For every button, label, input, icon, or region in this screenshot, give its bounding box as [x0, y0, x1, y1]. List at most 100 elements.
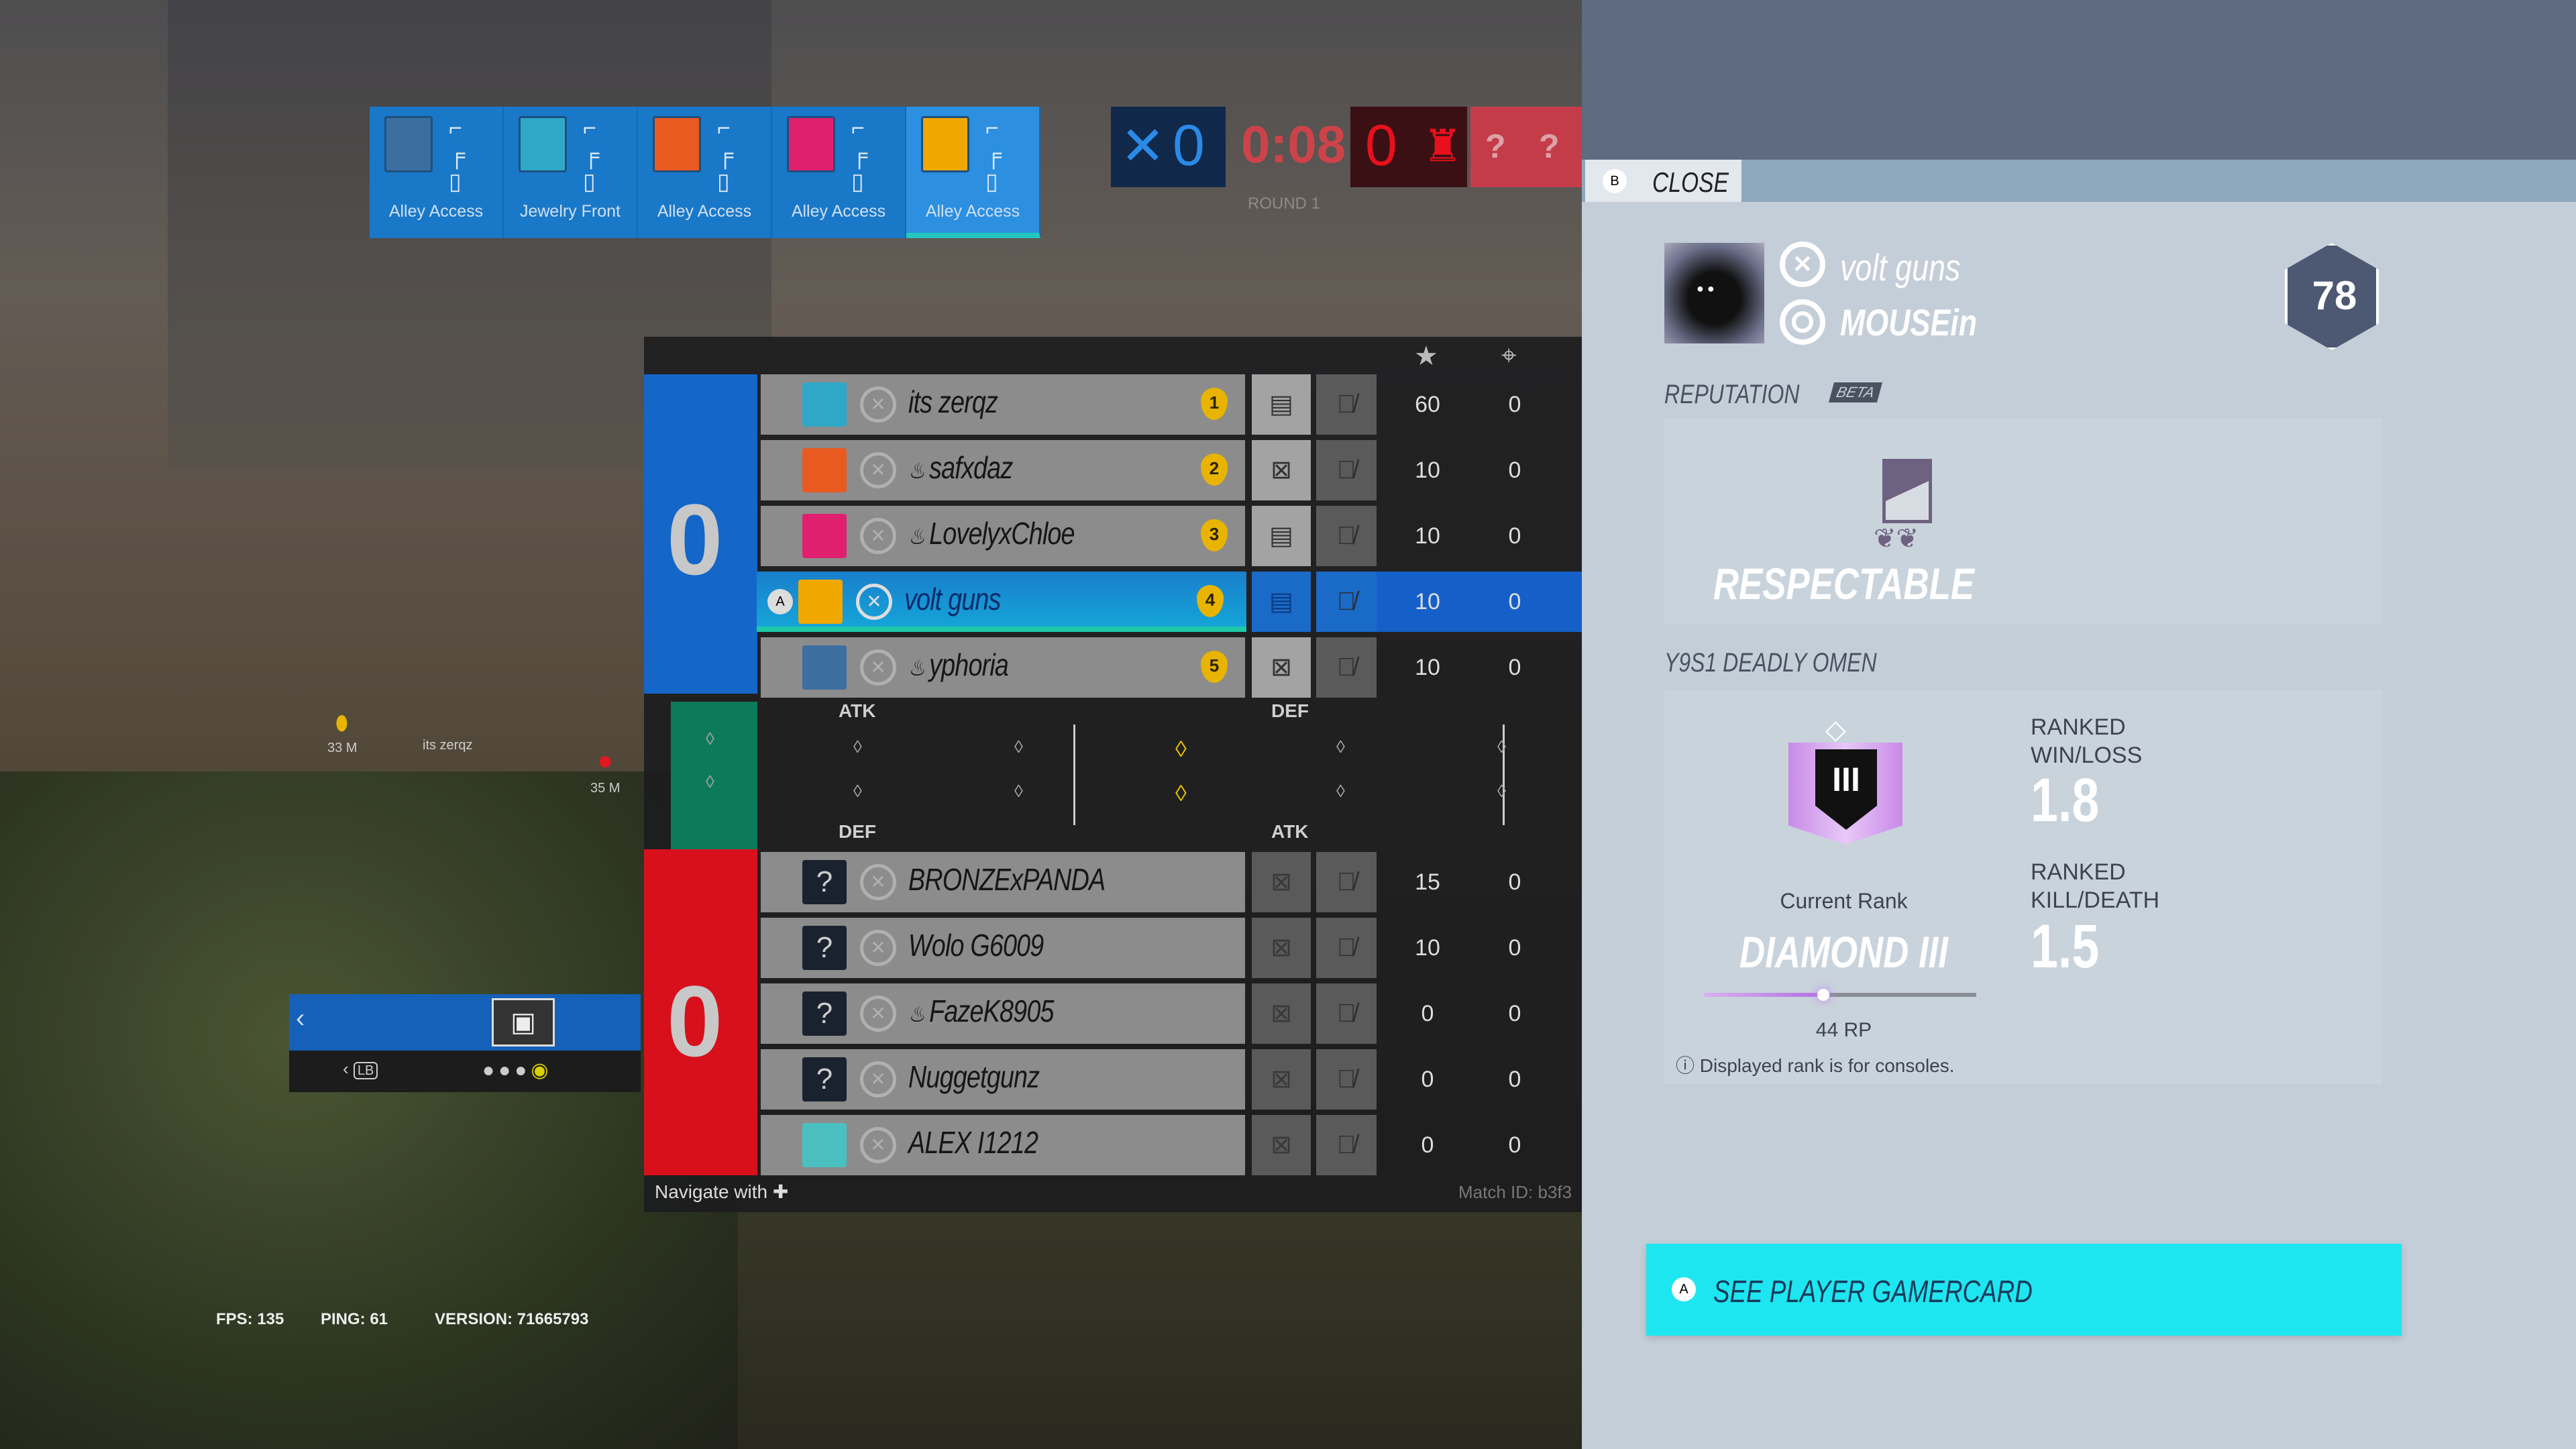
operator-icon	[519, 116, 567, 172]
xbox-icon: ✕	[860, 452, 896, 488]
xbox-icon: ✕	[860, 1127, 896, 1163]
reputation-label: REPUTATION	[1664, 380, 1800, 409]
operator-icon	[802, 382, 847, 427]
xbox-icon: ✕	[860, 386, 896, 423]
rp-value: 44 RP	[1815, 1019, 1872, 1041]
player-kills: 0	[1508, 655, 1521, 680]
squad-rank-pin: 2	[1201, 453, 1228, 486]
player-row[interactable]: ? ✕ BRONZExPANDA	[761, 852, 1245, 912]
player-score: 0	[1421, 1067, 1434, 1092]
chat-icon[interactable]: ▤	[1252, 572, 1311, 632]
player-kills: 0	[1508, 589, 1521, 614]
player-score: 10	[1415, 523, 1440, 549]
weapon-icon: ⌐╒▯	[985, 115, 1002, 195]
rp-progress-fill	[1704, 989, 1829, 1001]
round-marker-icon: ◊	[1336, 781, 1345, 801]
xbox-icon: ✕	[860, 518, 896, 554]
ubisoft-plus-icon: ♨	[908, 458, 930, 484]
gamercard-label: SEE PLAYER GAMERCARD	[1713, 1274, 2033, 1309]
chat-icon[interactable]: ▤	[1252, 506, 1311, 566]
enemy-unknown-ops: ? ?	[1470, 107, 1582, 187]
gadget-selector: ‹ ▣ ‹ LB ●●●◉	[289, 994, 641, 1092]
chat-icon[interactable]: ▤	[1252, 374, 1311, 435]
season-label: Y9S1 DEADLY OMEN	[1664, 648, 1877, 678]
red-team-score-box: 0 ♜	[1350, 107, 1467, 187]
player-score: 10	[1415, 935, 1440, 961]
mute-voice-icon[interactable]: 🎙̸	[1316, 983, 1377, 1044]
operator-card: ⌐╒▯ Alley Access	[638, 107, 772, 238]
mute-voice-icon[interactable]: 🎙̸	[1316, 852, 1377, 912]
def-label: DEF	[839, 821, 876, 842]
chat-muted-icon[interactable]: ⊠	[1252, 1115, 1311, 1175]
mute-voice-icon[interactable]: 🎙̸	[1316, 918, 1377, 978]
player-score: 10	[1415, 655, 1440, 680]
selected-row-bg	[1377, 572, 1582, 632]
mute-voice-icon[interactable]: 🎙̸	[1316, 506, 1377, 566]
panel-header	[1582, 160, 2576, 202]
lb-button[interactable]: ‹ LB	[343, 1059, 378, 1079]
operator-icon	[802, 645, 847, 690]
operator-card: ⌐╒▯ Jewelry Front	[504, 107, 638, 238]
mute-voice-icon[interactable]: 🎙̸	[1316, 374, 1377, 435]
squad-rank-pin: 5	[1201, 651, 1228, 683]
weapon-icon: ⌐╒▯	[583, 115, 600, 195]
round-marker-icon: ◊	[1014, 737, 1023, 757]
chat-muted-icon[interactable]: ⊠	[1252, 983, 1311, 1044]
player-name: Nuggetgunz	[908, 1059, 1040, 1094]
page-dots: ●●●◉	[482, 1059, 553, 1081]
marker-name: its zerqz	[423, 738, 473, 753]
mute-voice-icon[interactable]: 🎙̸	[1316, 637, 1377, 698]
player-kills: 0	[1508, 1001, 1521, 1026]
level-value: 78	[2312, 273, 2357, 318]
operator-icon	[802, 514, 847, 558]
weapon-icon: ⌐╒▯	[851, 115, 868, 195]
player-kills: 0	[1508, 869, 1521, 895]
close-button[interactable]: B CLOSE	[1585, 160, 1741, 202]
player-row[interactable]: ? ✕ Wolo G6009	[761, 918, 1245, 978]
round-marker-icon: ◊	[1336, 737, 1345, 757]
operator-location: Alley Access	[791, 202, 886, 221]
atk-label: ATK	[839, 700, 876, 721]
xbox-icon: ✕	[860, 930, 896, 966]
player-row[interactable]: ? ✕ ♨ FazeK8905	[761, 983, 1245, 1044]
chat-muted-icon[interactable]: ⊠	[1252, 637, 1311, 698]
def-label: DEF	[1271, 700, 1309, 721]
chat-muted-icon[interactable]: ⊠	[1252, 852, 1311, 912]
chat-muted-icon[interactable]: ⊠	[1252, 1049, 1311, 1110]
round-marker-icon: ◊	[1014, 781, 1023, 801]
operator-icon: ?	[802, 1057, 847, 1102]
ubisoft-icon	[1780, 299, 1825, 345]
navigate-hint: Navigate with ✚	[655, 1181, 789, 1202]
mute-voice-icon[interactable]: 🎙̸	[1316, 440, 1377, 500]
player-name: ♨ yphoria	[908, 647, 1009, 682]
see-gamercard-button[interactable]: A SEE PLAYER GAMERCARD	[1646, 1244, 2402, 1336]
gadget-icon: ▣	[492, 998, 555, 1046]
chat-muted-icon[interactable]: ⊠	[1252, 918, 1311, 978]
xbox-icon: ✕	[860, 864, 896, 900]
xbox-icon: ✕	[1780, 241, 1825, 287]
mute-voice-icon[interactable]: 🎙̸	[1316, 572, 1377, 632]
beta-badge: BETA	[1828, 382, 1882, 402]
operator-icon	[384, 116, 433, 172]
unknown-op: ?	[1539, 127, 1560, 165]
mute-voice-icon[interactable]: 🎙̸	[1316, 1115, 1377, 1175]
squad-rank-pin: 4	[1197, 585, 1224, 617]
round-marker-icon: ◊	[1497, 781, 1506, 801]
player-row[interactable]: ? ✕ Nuggetgunz	[761, 1049, 1245, 1110]
blue-score: 0	[1173, 113, 1205, 178]
player-kills: 0	[1508, 523, 1521, 549]
player-row[interactable]: ✕ ALEX I1212	[761, 1115, 1245, 1175]
player-name: ♨ LovelyxChloe	[908, 516, 1075, 551]
operator-location: Jewelry Front	[519, 202, 621, 221]
chat-muted-icon[interactable]: ⊠	[1252, 440, 1311, 500]
round-marker-icon: ◊	[1175, 781, 1187, 806]
player-score: 10	[1415, 589, 1440, 614]
rank-card: ◇ III Current Rank DIAMOND III 44 RP ⓘ D…	[1664, 690, 2382, 1084]
mute-voice-icon[interactable]: 🎙̸	[1316, 1049, 1377, 1110]
chevron-left-icon[interactable]: ‹	[296, 1004, 305, 1033]
